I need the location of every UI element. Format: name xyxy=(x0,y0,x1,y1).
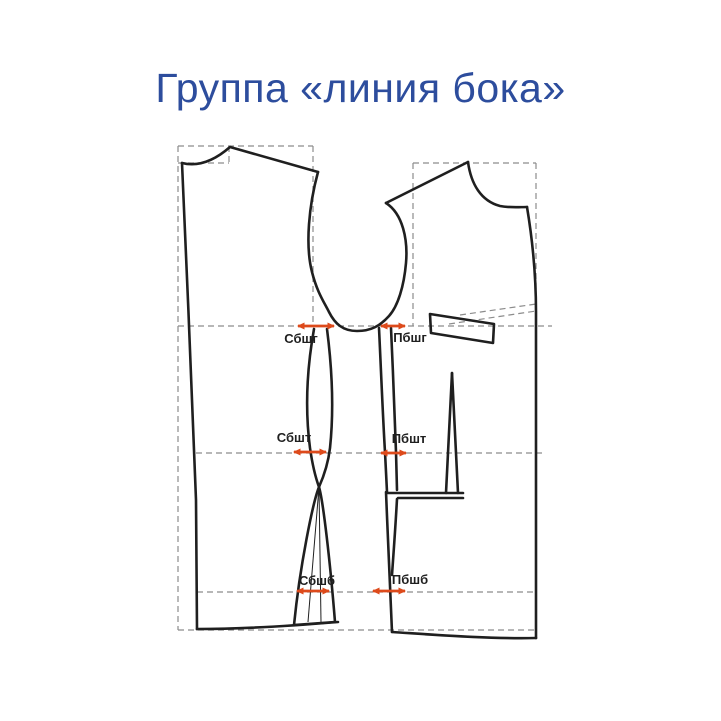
back-center-edge xyxy=(180,161,199,631)
label-sbshg: Сбшг xyxy=(284,331,318,346)
pocket-guide-lower xyxy=(448,310,537,325)
welt-pocket xyxy=(428,312,496,345)
front-center-edge xyxy=(525,205,538,640)
front-dart-right-leg xyxy=(450,371,460,495)
front-side-seam-inner xyxy=(389,326,399,492)
front-hem xyxy=(390,630,538,640)
gore-construction-line-right xyxy=(318,486,322,623)
back-piece xyxy=(180,145,408,631)
label-sbshb: Сбшб xyxy=(299,573,335,588)
front-side-seam-lower xyxy=(384,490,394,634)
label-pbshb: Пбшб xyxy=(392,572,428,587)
back-neckline-shoulder xyxy=(180,145,320,174)
back-side-seam-outer xyxy=(305,327,337,624)
construction-guides xyxy=(177,145,552,631)
armhole-curve xyxy=(307,170,408,333)
measurement-arrows xyxy=(293,322,407,595)
page-title: Группа «линия бока» xyxy=(155,64,566,111)
label-pbsht: Пбшт xyxy=(392,431,427,446)
front-shoulder xyxy=(384,160,470,205)
pocket-guide-upper xyxy=(459,303,537,316)
front-side-seam-lower-converging xyxy=(390,497,399,577)
measurement-labels: Сбшг Пбшг Сбшт Пбшт Сбшб Пбшб xyxy=(277,330,428,588)
gore-hem xyxy=(292,620,337,627)
label-sbsht: Сбшт xyxy=(277,430,311,445)
front-side-seam-outer xyxy=(377,326,389,494)
gore-construction-line-left xyxy=(307,486,320,623)
front-dart-left-leg xyxy=(444,371,454,495)
back-side-seam-inner xyxy=(292,327,334,627)
label-pbshg: Пбшг xyxy=(393,330,427,345)
front-neckline xyxy=(466,160,529,209)
front-piece xyxy=(377,160,538,640)
